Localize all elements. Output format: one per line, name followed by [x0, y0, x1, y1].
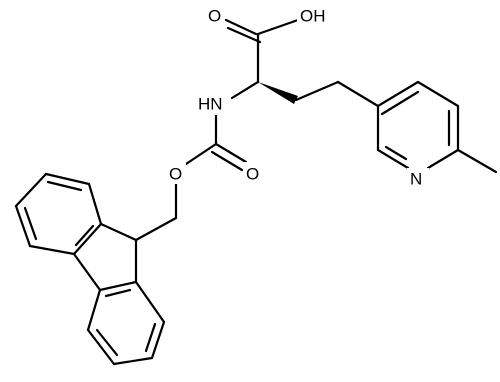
- atom-label-acid-carbonyl-o: O: [208, 7, 221, 26]
- bond-acid-co-a: [224, 18, 258, 36]
- bond-acid-co-b: [226, 26, 262, 44]
- bond-ring-c2-n: [426, 148, 460, 170]
- bond-lower-ring-6: [134, 280, 166, 324]
- bond-c4a-c4b: [72, 252, 102, 292]
- bond-carbamate-ester-o: [184, 142, 218, 166]
- atom-label-pyridine-n: N: [410, 170, 422, 189]
- bond-upper-ring-double-1: [46, 180, 83, 192]
- bond-lines: [14, 18, 498, 366]
- bond-lower-ring-double-3: [144, 322, 157, 353]
- bond-alpha-nh: [230, 80, 260, 100]
- bond-acid-oh: [256, 18, 300, 36]
- bond-chain-1: [294, 80, 340, 102]
- atom-labels: OH O HN O O N: [166, 6, 429, 190]
- atom-label-nh: HN: [198, 95, 223, 114]
- bond-ring-n-c6-double: [384, 145, 408, 161]
- atom-label-ester-o: O: [169, 165, 182, 184]
- bond-lower-ring-5: [150, 320, 166, 360]
- bond-upper-ring-6: [72, 222, 103, 256]
- bond-lower-ring-double-1: [104, 288, 132, 298]
- bond-lower-ring-3: [86, 328, 116, 366]
- bond-lower-ring-double-2: [95, 328, 119, 357]
- bond-upper-ring-1: [87, 182, 103, 226]
- bond-carbamate-co-b: [210, 150, 244, 172]
- bond-stereo-wedge: [258, 82, 298, 104]
- bond-ring-c4-c3: [416, 80, 460, 108]
- bond-ring-c2-methyl: [456, 148, 498, 174]
- bond-ring-c5-c4: [376, 80, 420, 108]
- bond-upper-ring-3: [14, 172, 48, 208]
- bond-chain-2: [336, 80, 380, 108]
- bond-ring-c4-c4-double: [380, 90, 420, 116]
- bond-ch2-c9: [134, 216, 178, 242]
- bond-lower-ring-4: [112, 356, 154, 366]
- bond-upper-ring-2: [44, 172, 91, 186]
- bond-carbamate-co-a: [214, 142, 248, 164]
- bond-upper-ring-5: [28, 244, 76, 256]
- bond-upper-ring-double-3: [74, 224, 95, 247]
- bond-upper-ring-double-2: [23, 206, 38, 241]
- atom-label-carbamate-carbonyl-o: O: [246, 165, 259, 184]
- bond-c9-c9a: [99, 222, 138, 242]
- bond-lower-ring-1: [98, 280, 138, 292]
- bond-ring-n-c6: [376, 148, 410, 170]
- bond-lower-ring-2: [86, 288, 102, 332]
- bond-upper-ring-4: [14, 204, 32, 248]
- atom-label-oh: OH: [300, 7, 326, 26]
